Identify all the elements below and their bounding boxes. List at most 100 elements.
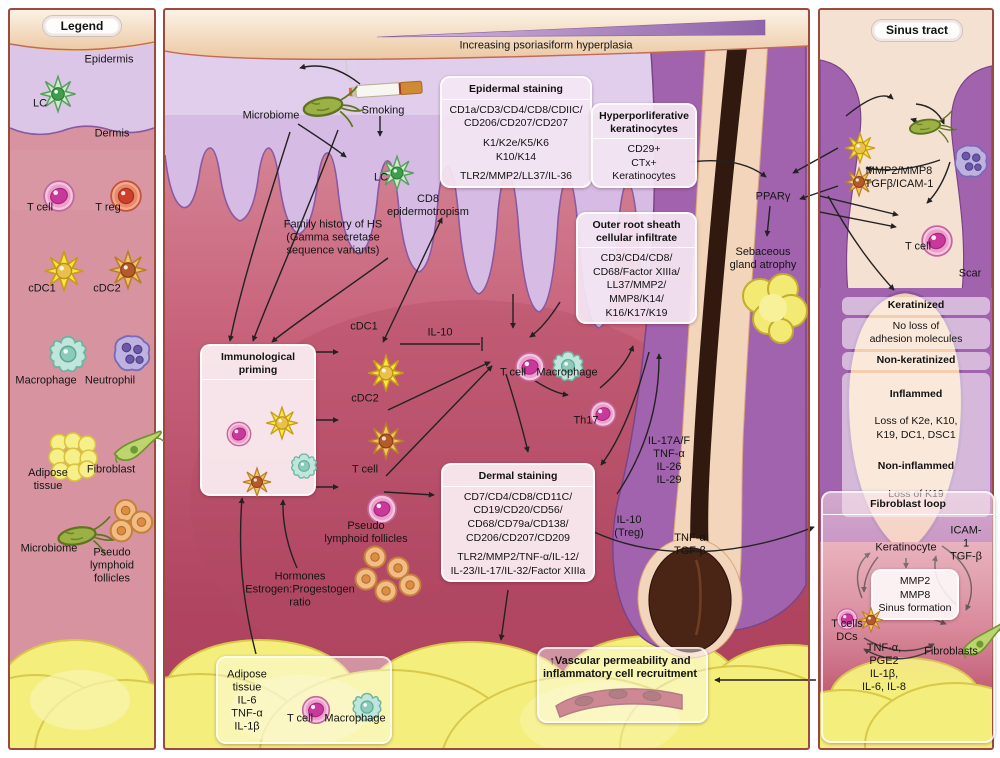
- cdc1-icon: [265, 406, 299, 440]
- t-cell-icon: [921, 225, 953, 257]
- adipose-macrophage-label: Macrophage: [324, 712, 386, 725]
- outer-root-sheath-body: CD3/CD4/CD8/ CD68/Factor XIIIa/ LL37/MMP…: [593, 252, 680, 319]
- sinus-tcell-label: T cell: [904, 240, 932, 253]
- legend-pseudo-label: Pseudo lymphoid follicles: [89, 546, 135, 585]
- legend-adipose-label: Adipose tissue: [28, 467, 68, 492]
- family-history-label: Family history of HS (Gamma secretase se…: [283, 218, 383, 257]
- cdc2-icon: [367, 422, 405, 460]
- no-loss-label: No loss of adhesion molecules: [842, 317, 990, 349]
- keratinized-header: Keratinized: [842, 297, 990, 315]
- dermal-staining-markers-1: CD7/CD4/CD8/CD11C/ CD19/CD20/CD56/ CD68/…: [463, 490, 573, 544]
- macrophage-icon: [291, 453, 317, 479]
- legend-lc-label: LC: [32, 97, 48, 110]
- legend-neutrophil-label: Neutrophil: [84, 374, 136, 387]
- lc-icon: [379, 155, 415, 191]
- legend-microbiome-label: Microbiome: [20, 542, 78, 555]
- legend-dermis-label: Dermis: [94, 127, 130, 140]
- microbiome-icon: [55, 515, 118, 557]
- cdc1-icon: [367, 354, 405, 392]
- vascular-permeability-box: [537, 647, 708, 723]
- epidermal-staining-markers-3: TLR2/MMP2/LL37/IL-36: [459, 170, 573, 183]
- cdc1-label: cDC1: [350, 320, 378, 333]
- dermal-staining-title: Dermal staining: [443, 465, 593, 487]
- inflammed-header: Inflammed: [889, 388, 943, 401]
- pseudo-lymphoid-follicles-icon: [89, 484, 135, 530]
- cdc2-icon: [242, 467, 272, 497]
- legend-fibroblast-label: Fibroblast: [86, 463, 136, 476]
- epidermal-staining-title: Epidermal staining: [442, 78, 590, 100]
- fibroblast-icon: [113, 430, 165, 464]
- cdc1-icon: [844, 132, 876, 164]
- immunological-priming-title: Immunological priming: [202, 346, 314, 381]
- adipose-tcell-label: T cell: [286, 712, 314, 725]
- cdc2-label: cDC2: [351, 392, 379, 405]
- scar-label: Scar: [958, 267, 982, 280]
- il10-label: IL-10: [427, 326, 453, 339]
- t-cell-icon: [515, 352, 545, 382]
- hyperproliferative-keratinocytes-box: Hyperporliferative keratinocytes CD29+ C…: [591, 103, 697, 189]
- epidermal-staining-markers-2: K1/K2e/K5/K6 K10/K14: [483, 136, 549, 163]
- tnf-tgf-label: TNF-α TGF-β: [674, 532, 706, 557]
- legend-treg-label: T reg: [95, 201, 121, 214]
- cd8-epidermotropism-label: CD8 epidermotropism: [387, 193, 469, 218]
- adipose-signals-label: Adipose tissue IL-6 TNF-α IL-1β: [227, 668, 267, 733]
- t-cell-left-label: T cell: [351, 463, 379, 476]
- il10-treg-label: IL-10 (Treg): [614, 514, 644, 539]
- legend-cdc1-label: cDC1: [28, 282, 56, 295]
- hormones-label: Hormones Estrogen:Progestogen ratio: [245, 570, 355, 609]
- legend-cdc2-label: cDC2: [93, 282, 121, 295]
- sinus-tract-title: Sinus tract: [871, 19, 963, 42]
- sinus-mmp-label: MMP2/MMP8 TGFβ/ICAM-1: [864, 165, 934, 190]
- dermal-staining-box: Dermal staining CD7/CD4/CD8/CD11C/ CD19/…: [441, 463, 595, 583]
- th17-label: Th17: [573, 414, 599, 427]
- tcells-dcs-label: T cells DCs: [831, 618, 863, 643]
- mmp-sinus-formation-label: MMP2 MMP8 Sinus formation: [878, 575, 952, 615]
- th17-cell-icon: [589, 400, 617, 428]
- macrophage-icon: [552, 350, 584, 382]
- ppar-gamma-label: PPARγ: [755, 190, 791, 203]
- hyperplasia-gradient-label: Increasing psoriasiform hyperplasia: [459, 39, 633, 52]
- macrophage-icon: [352, 692, 382, 722]
- cdc2-icon: [108, 250, 148, 290]
- legend-title: Legend: [42, 15, 122, 37]
- microbiome-label: Microbiome: [242, 109, 300, 122]
- microbiome-icon: [301, 85, 365, 129]
- t-cell-icon: [43, 180, 75, 212]
- icam-tgf-label: ICAM-1 TGF-β: [950, 524, 982, 563]
- legend-tcell-label: T cell: [26, 201, 54, 214]
- outer-root-sheath-title: Outer root sheath cellular infiltrate: [578, 214, 695, 249]
- fibroblasts-label: Fibroblasts: [924, 645, 978, 658]
- inflammed-loss-label: Loss of K2e, K10, K19, DC1, DSC1: [874, 415, 958, 442]
- loop-cytokines-label: TNF-α, PGE2 IL-1β, IL-6, IL-8: [861, 642, 907, 693]
- legend-epidermis-label: Epidermis: [84, 53, 134, 66]
- smoking-label: Smoking: [361, 104, 405, 117]
- adipose-tissue-icon: [48, 432, 98, 482]
- follicle-cytokines-label: IL-17A/F TNF-α IL-26 IL-29: [647, 435, 691, 486]
- cdc1-icon: [43, 250, 85, 292]
- epidermal-staining-box: Epidermal staining CD1a/CD3/CD4/CD8/CDII…: [440, 76, 592, 188]
- neutrophil-icon: [113, 335, 151, 372]
- t-reg-icon: [110, 180, 142, 212]
- non-keratinized-header: Non-keratinized: [842, 351, 990, 370]
- dendritic-cell-icon: [858, 607, 884, 633]
- fibroblast-icon: [958, 622, 1000, 660]
- neutrophil-icon: [954, 144, 988, 178]
- lc-icon: [39, 75, 77, 113]
- macrophage-icon: [49, 335, 87, 373]
- dermal-staining-markers-2: TLR2/MMP2/TNF-α/IL-12/ IL-23/IL-17/IL-32…: [450, 551, 586, 577]
- t-cell-icon: [301, 695, 331, 725]
- macrophage-label: Macrophage: [536, 366, 598, 379]
- epidermal-staining-markers-1: CD1a/CD3/CD4/CD8/CDIIC/ CD206/CD207/CD20…: [449, 103, 583, 130]
- vascular-permeability-label: ↑Vascular permeability and inflammatory …: [542, 655, 698, 680]
- t-cell-icon: [226, 421, 252, 447]
- keratinocyte-label: Keratinocyte: [875, 541, 937, 554]
- sebaceous-gland-atrophy-label: Sebaceous gland atrophy: [729, 246, 797, 271]
- microbiome-icon: [907, 109, 958, 144]
- legend-macrophage-label: Macrophage: [15, 374, 77, 387]
- mmp-sinus-formation-box: MMP2 MMP8 Sinus formation: [871, 569, 959, 620]
- non-inflammed-header: Non-inflammed: [877, 460, 955, 473]
- cigarette-icon: [340, 31, 423, 99]
- fibroblast-loop-title: Fibroblast loop: [823, 493, 993, 515]
- hyperproliferative-title: Hyperporliferative keratinocytes: [593, 105, 695, 140]
